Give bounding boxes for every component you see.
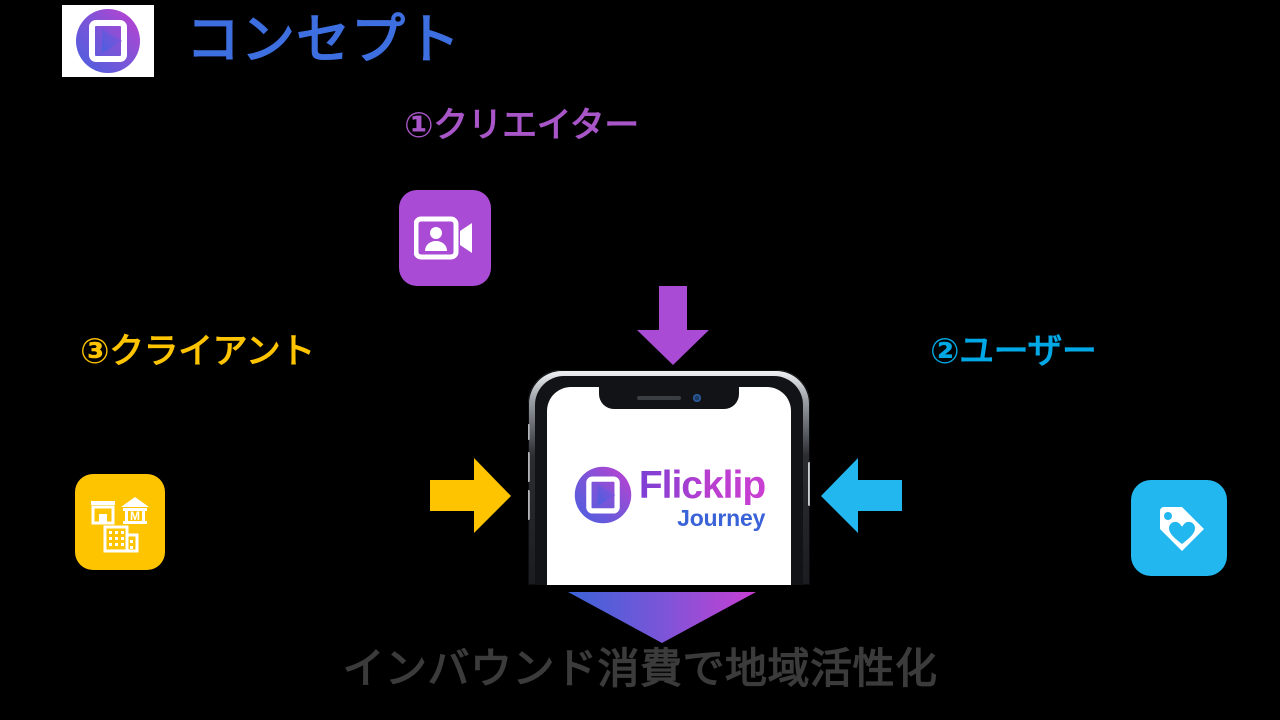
- speaker-slit-icon: [637, 396, 681, 400]
- svg-text:M: M: [130, 509, 140, 523]
- front-camera-icon: [693, 394, 701, 402]
- phone-volume-up-button[interactable]: [528, 452, 530, 482]
- app-logo-lockup: Flicklip Journey: [547, 465, 791, 530]
- phone-silent-switch[interactable]: [528, 424, 530, 440]
- price-tag-heart-icon: [1131, 480, 1227, 576]
- arrow-down-wide-gradient-icon: [568, 592, 756, 644]
- video-camera-person-icon: [399, 190, 491, 286]
- node-label-user: ②ユーザー: [930, 332, 1097, 371]
- node-label-client: ③クライアント: [80, 332, 315, 371]
- app-subtitle: Journey: [677, 504, 766, 531]
- phone-screen: Flicklip Journey: [547, 387, 791, 585]
- app-name: Flicklip: [638, 463, 766, 507]
- phone-frame: Flicklip Journey: [528, 370, 810, 585]
- flicklip-play-logo-icon: [573, 465, 633, 530]
- page-title: コンセプト: [186, 10, 461, 70]
- smartphone-mockup-icon: Flicklip Journey: [528, 370, 810, 585]
- phone-bezel: Flicklip Journey: [535, 376, 803, 585]
- arrow-down-icon: [635, 286, 711, 366]
- phone-volume-down-button[interactable]: [528, 490, 530, 520]
- phone-notch: [599, 387, 739, 409]
- flicklip-play-logo-icon: [74, 7, 142, 75]
- app-wordmark-stack: Flicklip Journey: [638, 463, 766, 531]
- store-bank-building-icon: M: [75, 474, 165, 570]
- header-logo-container: [62, 5, 154, 77]
- arrow-right-icon: [430, 458, 512, 534]
- outcome-text: インバウンド消費で地域活性化: [342, 645, 938, 692]
- arrow-left-icon: [820, 458, 902, 534]
- phone-power-button[interactable]: [808, 462, 810, 506]
- node-label-creator: ①クリエイター: [404, 106, 639, 145]
